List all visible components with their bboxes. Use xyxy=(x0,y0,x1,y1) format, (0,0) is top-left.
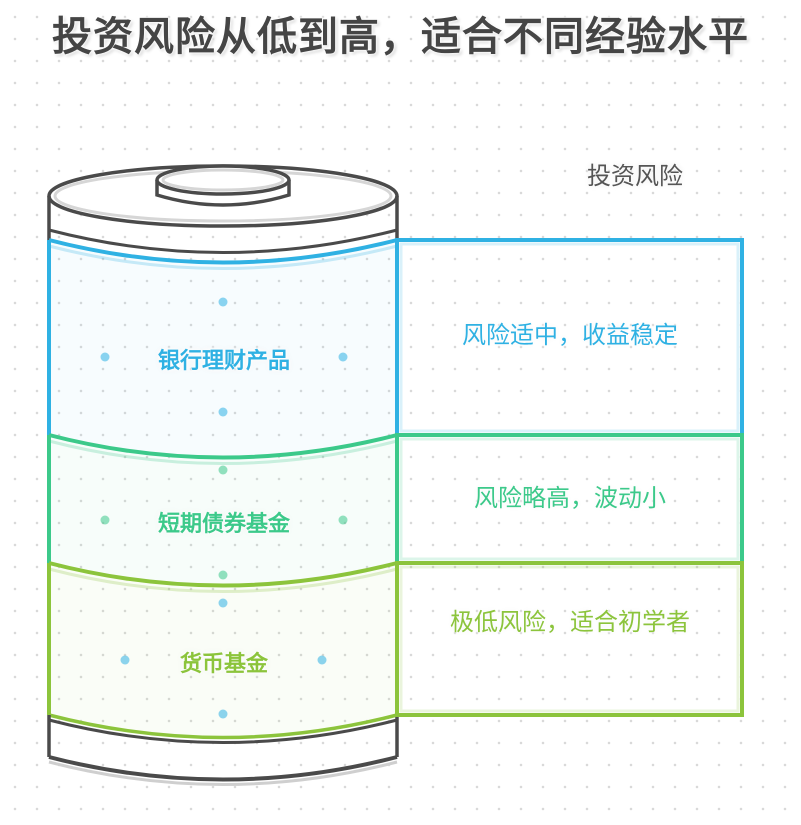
barrel-bottom-edge xyxy=(48,755,398,782)
layer-money-top-edge xyxy=(48,561,398,588)
barrel-top-bottom-edge xyxy=(48,228,398,254)
desc-text-bond: 风险略高，波动小 xyxy=(400,484,740,512)
barrel-cap-side xyxy=(155,180,291,207)
desc-text-bank: 风险适中，收益稳定 xyxy=(400,321,740,349)
layer-money-top-edge-glow xyxy=(48,567,398,593)
desc-box-money xyxy=(395,561,744,717)
desc-text-money: 极低风险，适合初学者 xyxy=(400,608,740,636)
dot xyxy=(218,465,228,475)
layer-bank-top-edge xyxy=(48,238,398,265)
layer-fill-money xyxy=(49,563,397,738)
barrel-bottom-edge-shadow xyxy=(48,760,398,786)
layer-fill-bank xyxy=(49,240,397,458)
desc-text-bond-content: 风险略高，波动小 xyxy=(474,484,666,512)
desc-box-bank-glow xyxy=(399,242,740,433)
barrel-bottom xyxy=(47,713,399,786)
dot xyxy=(100,352,110,362)
layer-label-bank: 银行理财产品 xyxy=(157,349,290,374)
dot xyxy=(100,515,110,525)
dot xyxy=(218,709,228,719)
desc-box-money-glow xyxy=(399,565,740,713)
desc-text-money-content: 极低风险，适合初学者 xyxy=(450,608,690,636)
risk-header-label: 投资风险 xyxy=(587,162,683,190)
dot xyxy=(317,655,327,665)
dot xyxy=(218,297,228,307)
barrel-top xyxy=(47,164,399,254)
layer-fill-bond xyxy=(49,435,397,586)
dot xyxy=(338,352,348,362)
dot xyxy=(218,570,228,580)
barrel-cap-inner xyxy=(161,168,285,192)
desc-box-bond-glow xyxy=(399,437,740,561)
barrel-bottom-band xyxy=(48,718,398,744)
layer-bond-top-edge-glow xyxy=(48,439,398,465)
desc-text-bank-content: 风险适中，收益稳定 xyxy=(462,321,678,349)
dot xyxy=(120,655,130,665)
dot xyxy=(218,407,228,417)
barrel-bottom-top-edge xyxy=(48,713,398,740)
layer-label-bond: 短期债券基金 xyxy=(157,512,290,537)
layer-label-money: 货币基金 xyxy=(179,652,268,677)
dot xyxy=(338,515,348,525)
dot xyxy=(218,598,228,608)
decorative-dots xyxy=(100,297,348,719)
page-title: 投资风险从低到高，适合不同经验水平 xyxy=(52,14,749,60)
layer-bank-top-edge-glow xyxy=(48,244,398,270)
layer-bond-top-edge xyxy=(48,433,398,460)
